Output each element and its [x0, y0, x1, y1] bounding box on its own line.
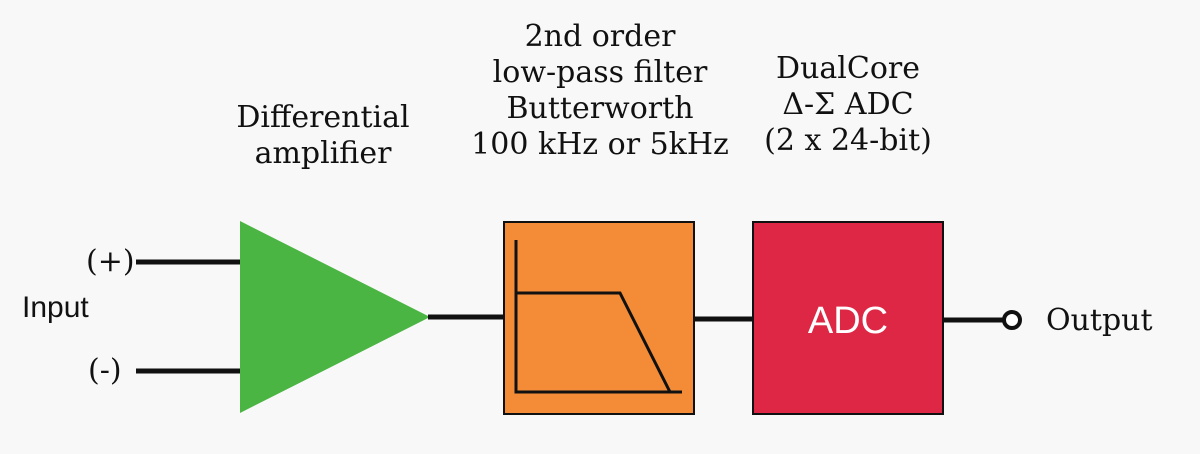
filter-response-curve — [516, 291, 672, 393]
low-pass-filter-block — [503, 221, 695, 415]
differential-amplifier-symbol — [240, 221, 430, 413]
adc-block — [752, 221, 944, 415]
filter-caption-line-1: 2nd order — [524, 19, 676, 54]
amplifier-caption-line-2: amplifier — [254, 136, 392, 171]
filter-caption-line-3: Butterworth — [506, 91, 694, 126]
filter-caption-line-4: 100 kHz or 5kHz — [471, 127, 729, 162]
adc-caption: DualCore Δ-Σ ADC (2 x 24-bit) — [738, 51, 958, 159]
adc-caption-line-2: Δ-Σ ADC — [782, 87, 914, 122]
adc-caption-line-1: DualCore — [776, 51, 920, 86]
input-label: Input — [22, 291, 89, 324]
adc-block-label: ADC — [808, 300, 888, 342]
filter-axes — [514, 240, 682, 394]
input-minus-label: (-) — [88, 353, 122, 388]
adc-caption-line-3: (2 x 24-bit) — [764, 123, 932, 158]
output-label: Output — [1046, 303, 1153, 338]
amplifier-caption: Differential amplifier — [218, 100, 428, 172]
amplifier-caption-line-1: Differential — [236, 100, 410, 135]
filter-caption: 2nd order low-pass filter Butterworth 10… — [455, 19, 745, 163]
input-plus-label: (+) — [86, 244, 135, 279]
output-terminal-icon — [1002, 310, 1022, 330]
filter-caption-line-2: low-pass filter — [492, 55, 708, 90]
